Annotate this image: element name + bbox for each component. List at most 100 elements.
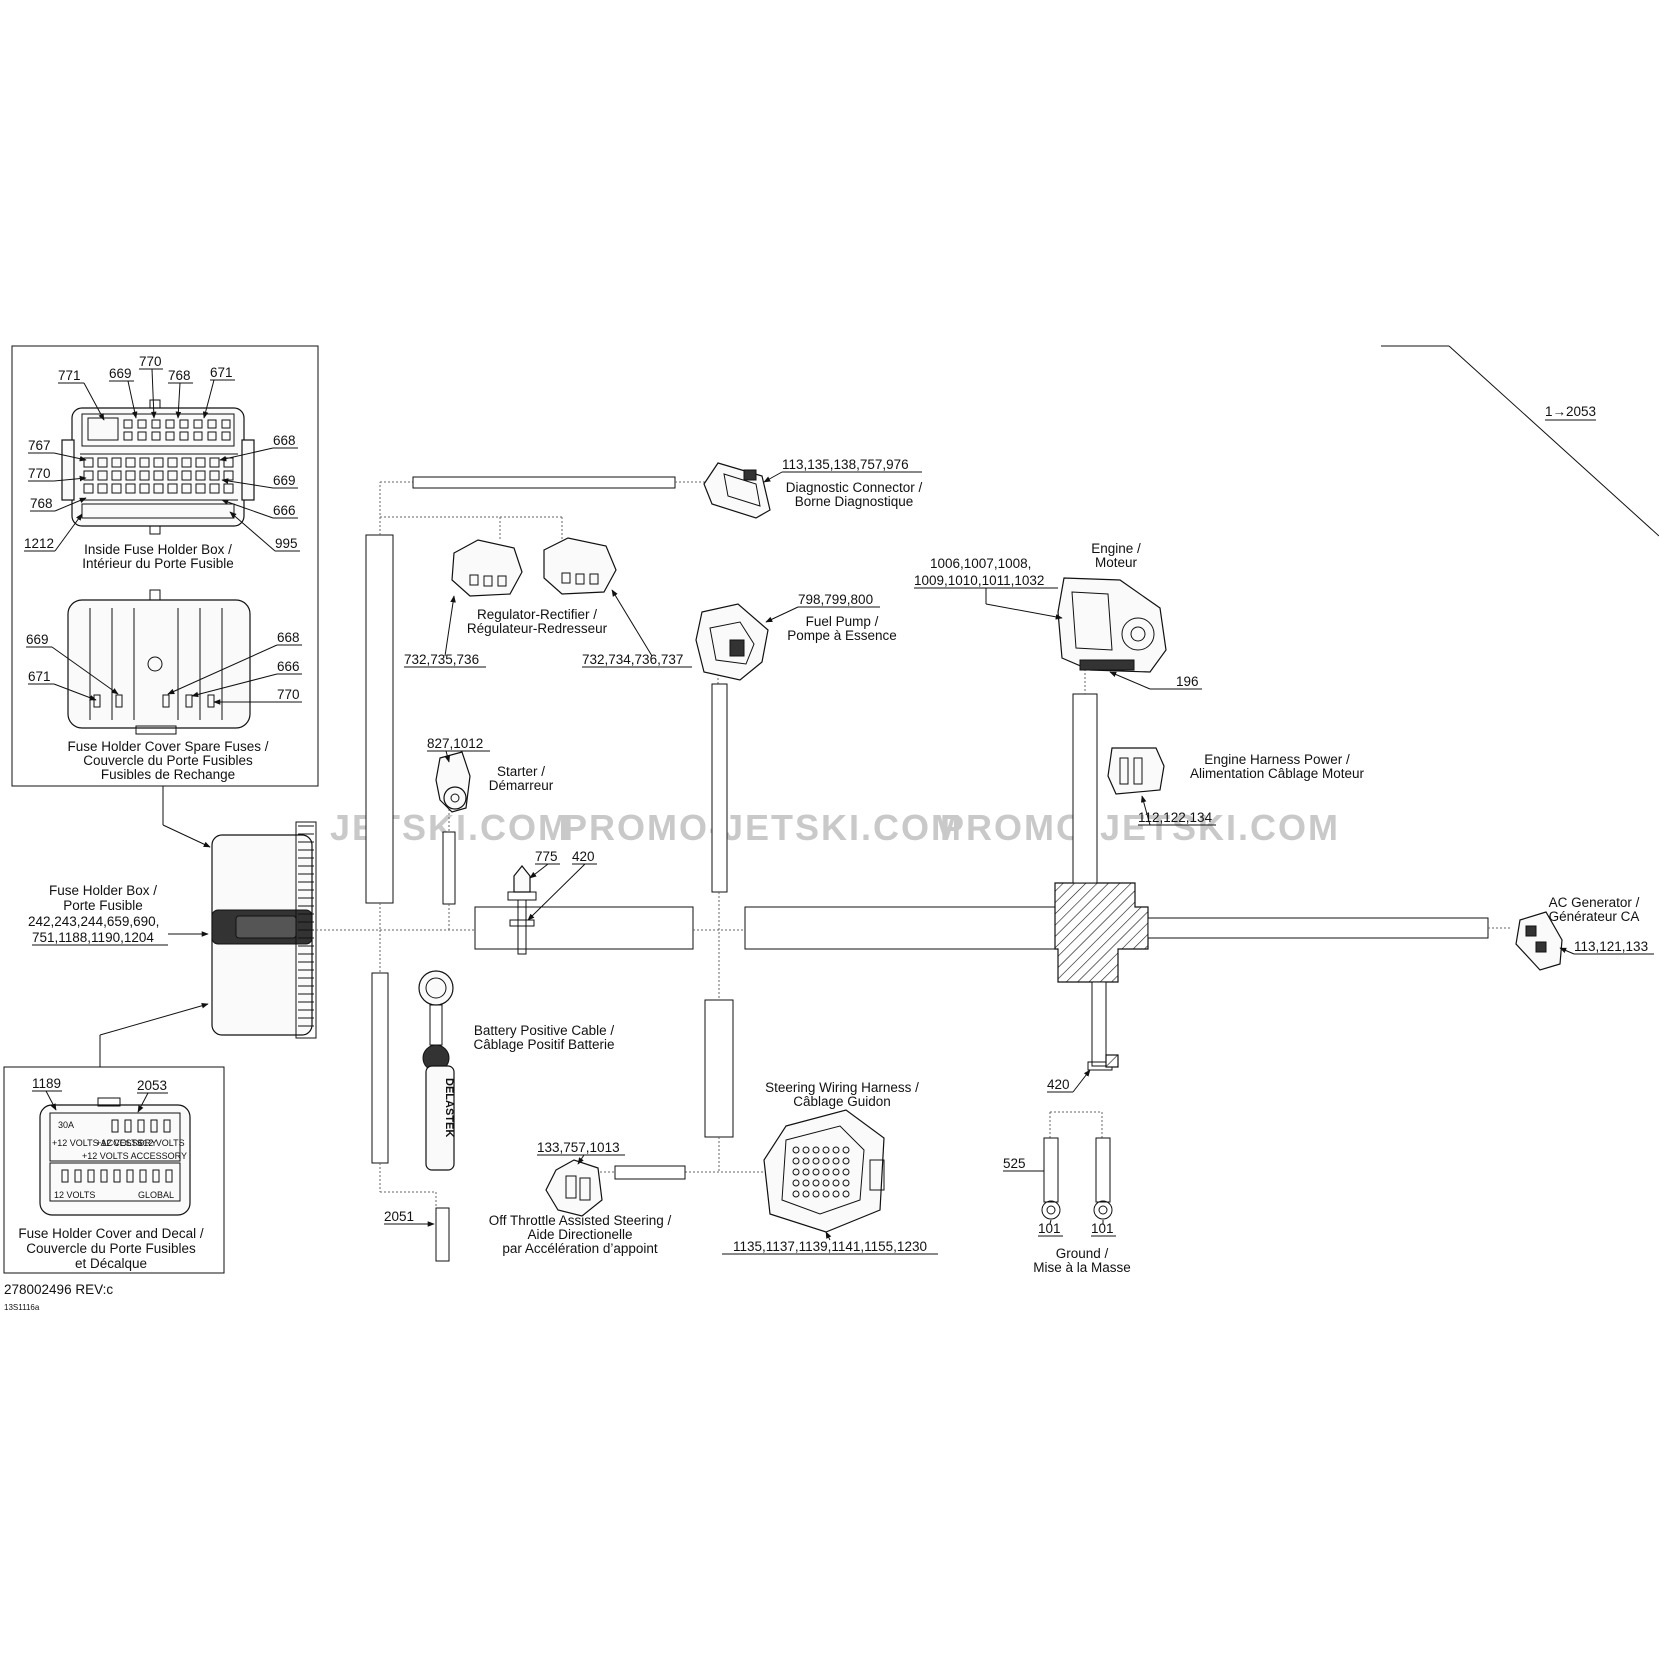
decal-fuse — [74, 1169, 82, 1183]
connector-pin — [812, 1179, 820, 1187]
connector-pin — [822, 1146, 830, 1154]
engine-caption-1: Engine / — [1091, 541, 1141, 556]
connector-pin — [832, 1146, 840, 1154]
fuse-slot — [111, 483, 122, 494]
decal-text-accessory: +12 VOLTS ACCESSORY — [52, 1138, 157, 1148]
ref-669-spare: 669 — [26, 632, 49, 647]
ground-caption-2: Mise à la Masse — [1033, 1260, 1131, 1275]
connector-pin — [792, 1146, 800, 1154]
fuse-slot — [151, 431, 161, 441]
fuel-pump-caption-1: Fuel Pump / — [806, 614, 879, 629]
decal-fuse — [100, 1169, 108, 1183]
connector-pin — [822, 1157, 830, 1165]
ground-ref-101-b: 101 — [1091, 1221, 1114, 1236]
engine-harness-caption-2: Alimentation Câblage Moteur — [1190, 766, 1365, 781]
starter-connector — [435, 751, 471, 813]
engine-harness-power-connector — [1107, 747, 1165, 795]
fuse-slot — [181, 457, 192, 468]
watermark-text-3: PROMO-JETSKI.COM — [940, 807, 1340, 848]
ref-770-a: 770 — [139, 354, 162, 369]
ref-775: 775 — [535, 849, 558, 864]
steering-caption-1: Steering Wiring Harness / — [765, 1080, 919, 1095]
connector-pin — [792, 1179, 800, 1187]
fuse-slot — [111, 457, 122, 468]
fuse-slot — [165, 431, 175, 441]
decal-fuse — [113, 1169, 121, 1183]
ref-669-b: 669 — [273, 473, 296, 488]
fuse-slot — [151, 419, 161, 429]
ref-668-a: 668 — [273, 433, 296, 448]
ground-caption-1: Ground / — [1056, 1246, 1109, 1261]
battery-caption-2: Câblage Positif Batterie — [473, 1037, 614, 1052]
connector-pin — [812, 1146, 820, 1154]
fuse-slot — [153, 470, 164, 481]
fuse-slot — [209, 470, 220, 481]
fuse-slot — [221, 419, 231, 429]
fuse-slot — [167, 457, 178, 468]
ref-671-a: 671 — [210, 365, 233, 380]
ref-671-spare: 671 — [28, 669, 51, 684]
fuse-slot — [97, 470, 108, 481]
fuse-slot — [97, 457, 108, 468]
caption-fuse-holder-box-2: Porte Fusible — [63, 898, 143, 913]
fuse-slot — [179, 419, 189, 429]
fitting-775 — [507, 865, 537, 955]
connector-pin — [802, 1168, 810, 1176]
decal-fuse — [139, 1169, 147, 1183]
decal-fuse — [163, 1119, 171, 1133]
spare-fuses-cover-drawing — [67, 589, 251, 735]
fuse-slot — [195, 457, 206, 468]
engine-refs-2: 1009,1010,1011,1032 — [914, 573, 1044, 588]
harness-reference-line — [1381, 345, 1659, 537]
diagnostic-connector — [703, 462, 771, 519]
ref-995: 995 — [275, 536, 298, 551]
diagnostic-refs: 113,135,138,757,976 — [782, 457, 909, 472]
fuse-slot — [153, 457, 164, 468]
ref-1189: 1189 — [32, 1076, 61, 1091]
ref-770-spare: 770 — [277, 687, 300, 702]
ref-1212: 1212 — [24, 536, 54, 551]
steering-wiring-harness-connector — [763, 1109, 885, 1233]
fuse-slot — [209, 457, 220, 468]
engine-harness-refs: 112,122,134 — [1138, 810, 1213, 825]
fuse-slot — [137, 419, 147, 429]
decal-fuse — [165, 1169, 173, 1183]
ref-768-a: 768 — [168, 368, 191, 383]
fuse-slot — [97, 483, 108, 494]
decal-fuse — [150, 1119, 158, 1133]
ground-ref-420: 420 — [1047, 1077, 1070, 1092]
fuse-slot — [153, 483, 164, 494]
decal-text-12v-b: +12 VOLTS — [138, 1138, 185, 1148]
otas-caption-1: Off Throttle Assisted Steering / — [489, 1213, 672, 1228]
fuse-slot — [139, 470, 150, 481]
caption-cover-decal-1: Fuse Holder Cover and Decal / — [18, 1226, 204, 1241]
fuse-holder-box-refs-2: 751,1188,1190,1204 — [32, 930, 154, 945]
otas-caption-3: par Accélération d’appoint — [502, 1241, 658, 1256]
caption-inside-fuse-box-1: Inside Fuse Holder Box / — [84, 542, 232, 557]
caption-spare-fuses-1: Fuse Holder Cover Spare Fuses / — [67, 739, 268, 754]
engine-harness-caption-1: Engine Harness Power / — [1204, 752, 1350, 767]
image-code: 13S1116a — [4, 1303, 40, 1312]
connector-pin — [832, 1157, 840, 1165]
otas-caption-2: Aide Directionelle — [527, 1227, 632, 1242]
decal-text-global: GLOBAL — [138, 1190, 174, 1200]
decal-fuse — [124, 1119, 132, 1133]
decal-fuse — [87, 1169, 95, 1183]
regulator-refs-right: 732,734,736,737 — [582, 652, 683, 667]
regulator-refs-left: 732,735,736 — [404, 652, 479, 667]
fuse-slot — [165, 419, 175, 429]
engine-caption-2: Moteur — [1095, 555, 1138, 570]
doc-code: 278002496 REV:c — [4, 1282, 113, 1297]
connector-pin — [802, 1146, 810, 1154]
ac-generator-caption-1: AC Generator / — [1549, 895, 1640, 910]
caption-fuse-holder-box-1: Fuse Holder Box / — [49, 883, 157, 898]
fuse-slot — [83, 470, 94, 481]
connector-pin — [832, 1190, 840, 1198]
decal-text-12v-c: 12 VOLTS — [54, 1190, 95, 1200]
regulator-caption-2: Régulateur-Redresseur — [467, 621, 608, 636]
ref-770-b: 770 — [28, 466, 51, 481]
fuel-pump-connector — [695, 603, 769, 681]
fuse-slot — [139, 457, 150, 468]
